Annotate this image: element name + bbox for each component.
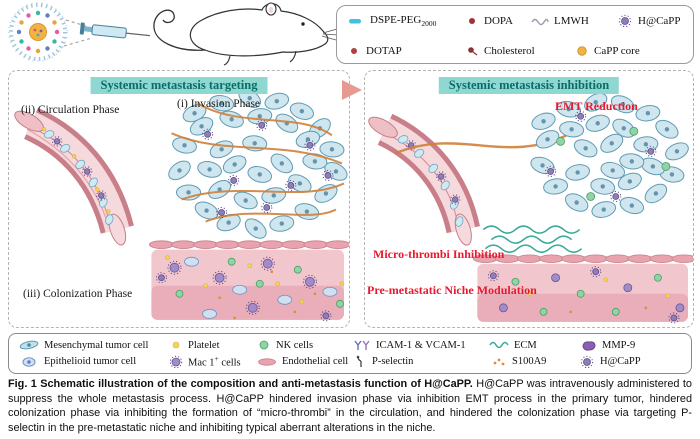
- epithelioid-tumor-cell-icon: [22, 356, 36, 367]
- circulation-phase-label: (ii) Circulation Phase: [21, 104, 120, 116]
- lmwh-icon: [531, 18, 549, 26]
- niche-cells: [487, 266, 685, 324]
- panel-transition-arrow: [342, 80, 362, 100]
- p-selectin-icon: [356, 355, 362, 367]
- mmp9-icon: [582, 341, 596, 351]
- dashed-connector-lines: [63, 19, 93, 47]
- colonization-phase-label: (iii) Colonization Phase: [23, 288, 133, 300]
- injection-illustration: [8, 2, 339, 66]
- right-panel-inhibition: Systemic metastasis inhibition EMT Reduc…: [364, 70, 694, 328]
- legend-item-platelet: Platelet: [169, 338, 257, 352]
- premetastatic-niche-tissue: [472, 254, 693, 324]
- caption-lead: Schematic illustration of the compositio…: [40, 378, 473, 390]
- syringe-icon: [79, 22, 150, 39]
- legend-item-endothelial-cell: Endothelial cell: [257, 354, 353, 369]
- invasion-phase-label: (i) Invasion Phase: [177, 98, 261, 110]
- cholesterol-icon: [468, 47, 478, 56]
- mesenchymal-tumor-cell-icon: [19, 340, 39, 350]
- dspe-peg-icon: [349, 19, 361, 24]
- nanoparticle-icon: [8, 2, 68, 62]
- caption-fig-label: Fig. 1: [8, 378, 37, 390]
- hcapp-icon: [580, 355, 594, 368]
- composition-legend: DSPE-PEG2000 DOPA LMWH H@CaPP: [336, 5, 694, 64]
- legend-item-s100a9: S100A9: [489, 354, 579, 369]
- endothelium-row: [472, 254, 693, 263]
- right-panel-art: [368, 92, 693, 324]
- premetastatic-niche-label: Pre-metastatic Niche Modulation: [367, 283, 537, 297]
- tumor-cell-nuclei: [540, 99, 680, 212]
- cell-legend: Mesenchymal tumor cell Platelet NK cells…: [8, 333, 692, 374]
- dopa-icon: [469, 18, 475, 25]
- figure-caption: Fig. 1 Schematic illustration of the com…: [8, 377, 692, 435]
- legend-item-ecm: ECM: [489, 338, 579, 352]
- microthrombi-inhibition-label: Micro-thrombi Inhibition: [373, 247, 505, 261]
- nk-cells: [556, 126, 671, 201]
- emt-reduction-label: EMT Reduction: [555, 99, 638, 113]
- endothelium-row: [149, 240, 349, 249]
- legend-item-icam-vcam: ICAM-1 & VCAM-1: [353, 338, 489, 352]
- s100a9-icon: [493, 358, 505, 365]
- ecm-fibers: [171, 102, 345, 223]
- composition-legend-row-1: DSPE-PEG2000 DOPA LMWH H@CaPP: [347, 14, 683, 28]
- composition-legend-row-2: DOTAP Cholesterol CaPP core: [347, 45, 683, 57]
- primary-tumor-cluster: [168, 88, 348, 239]
- mac1-cells-icon: [169, 355, 183, 368]
- icam-vcam-icon: [354, 340, 370, 351]
- caption-body: H@CaPP was intravenously administered to…: [8, 378, 692, 434]
- endothelial-cell-icon: [258, 357, 276, 366]
- niche-cells: [155, 255, 345, 322]
- circulating-cells: [41, 127, 114, 225]
- legend-item-nk-cells: NK cells: [257, 338, 353, 352]
- legend-item-lmwh: LMWH: [531, 15, 617, 27]
- legend-item-dspe-peg: DSPE-PEG2000: [347, 14, 465, 28]
- legend-item-dopa: DOPA: [465, 15, 531, 27]
- ecm-waves: [482, 225, 583, 253]
- right-panel-title: Systemic metastasis inhibition: [438, 77, 620, 94]
- legend-item-cholesterol: Cholesterol: [465, 45, 575, 57]
- hcapp-icon: [618, 14, 632, 28]
- left-panel-title: Systemic metastasis targeting: [90, 77, 268, 94]
- left-panel-targeting: Systemic metastasis targeting (ii) Circu…: [8, 70, 350, 328]
- dotap-icon: [351, 48, 357, 54]
- legend-item-p-selectin: P-selectin: [353, 354, 489, 369]
- ecm-icon: [489, 341, 509, 349]
- colonization-tissue: [149, 240, 349, 322]
- legend-item-mmp9: MMP-9: [579, 338, 681, 352]
- legend-item-mesenchymal-tumor-cell: Mesenchymal tumor cell: [19, 338, 169, 352]
- legend-item-hcapp-bottom: H@CaPP: [579, 354, 681, 369]
- legend-item-epithelioid-tumor-cell: Epithelioid tumor cell: [19, 354, 169, 369]
- capp-core-icon: [577, 46, 587, 56]
- legend-item-mac1-cells: Mac 1+ cells: [169, 354, 257, 369]
- mouse-icon: [153, 2, 339, 66]
- hcapp-particles: [202, 119, 334, 219]
- nk-cells-icon: [259, 340, 269, 350]
- left-panel-art: [14, 88, 349, 322]
- legend-item-capp-core: CaPP core: [575, 45, 683, 57]
- inhibited-tumor-cluster: [530, 92, 689, 218]
- legend-item-hcapp-top: H@CaPP: [617, 14, 683, 28]
- blood-vessel: [14, 107, 134, 246]
- platelet-icon: [172, 341, 180, 349]
- legend-item-dotap: DOTAP: [347, 45, 465, 57]
- blood-vessel: [368, 113, 480, 246]
